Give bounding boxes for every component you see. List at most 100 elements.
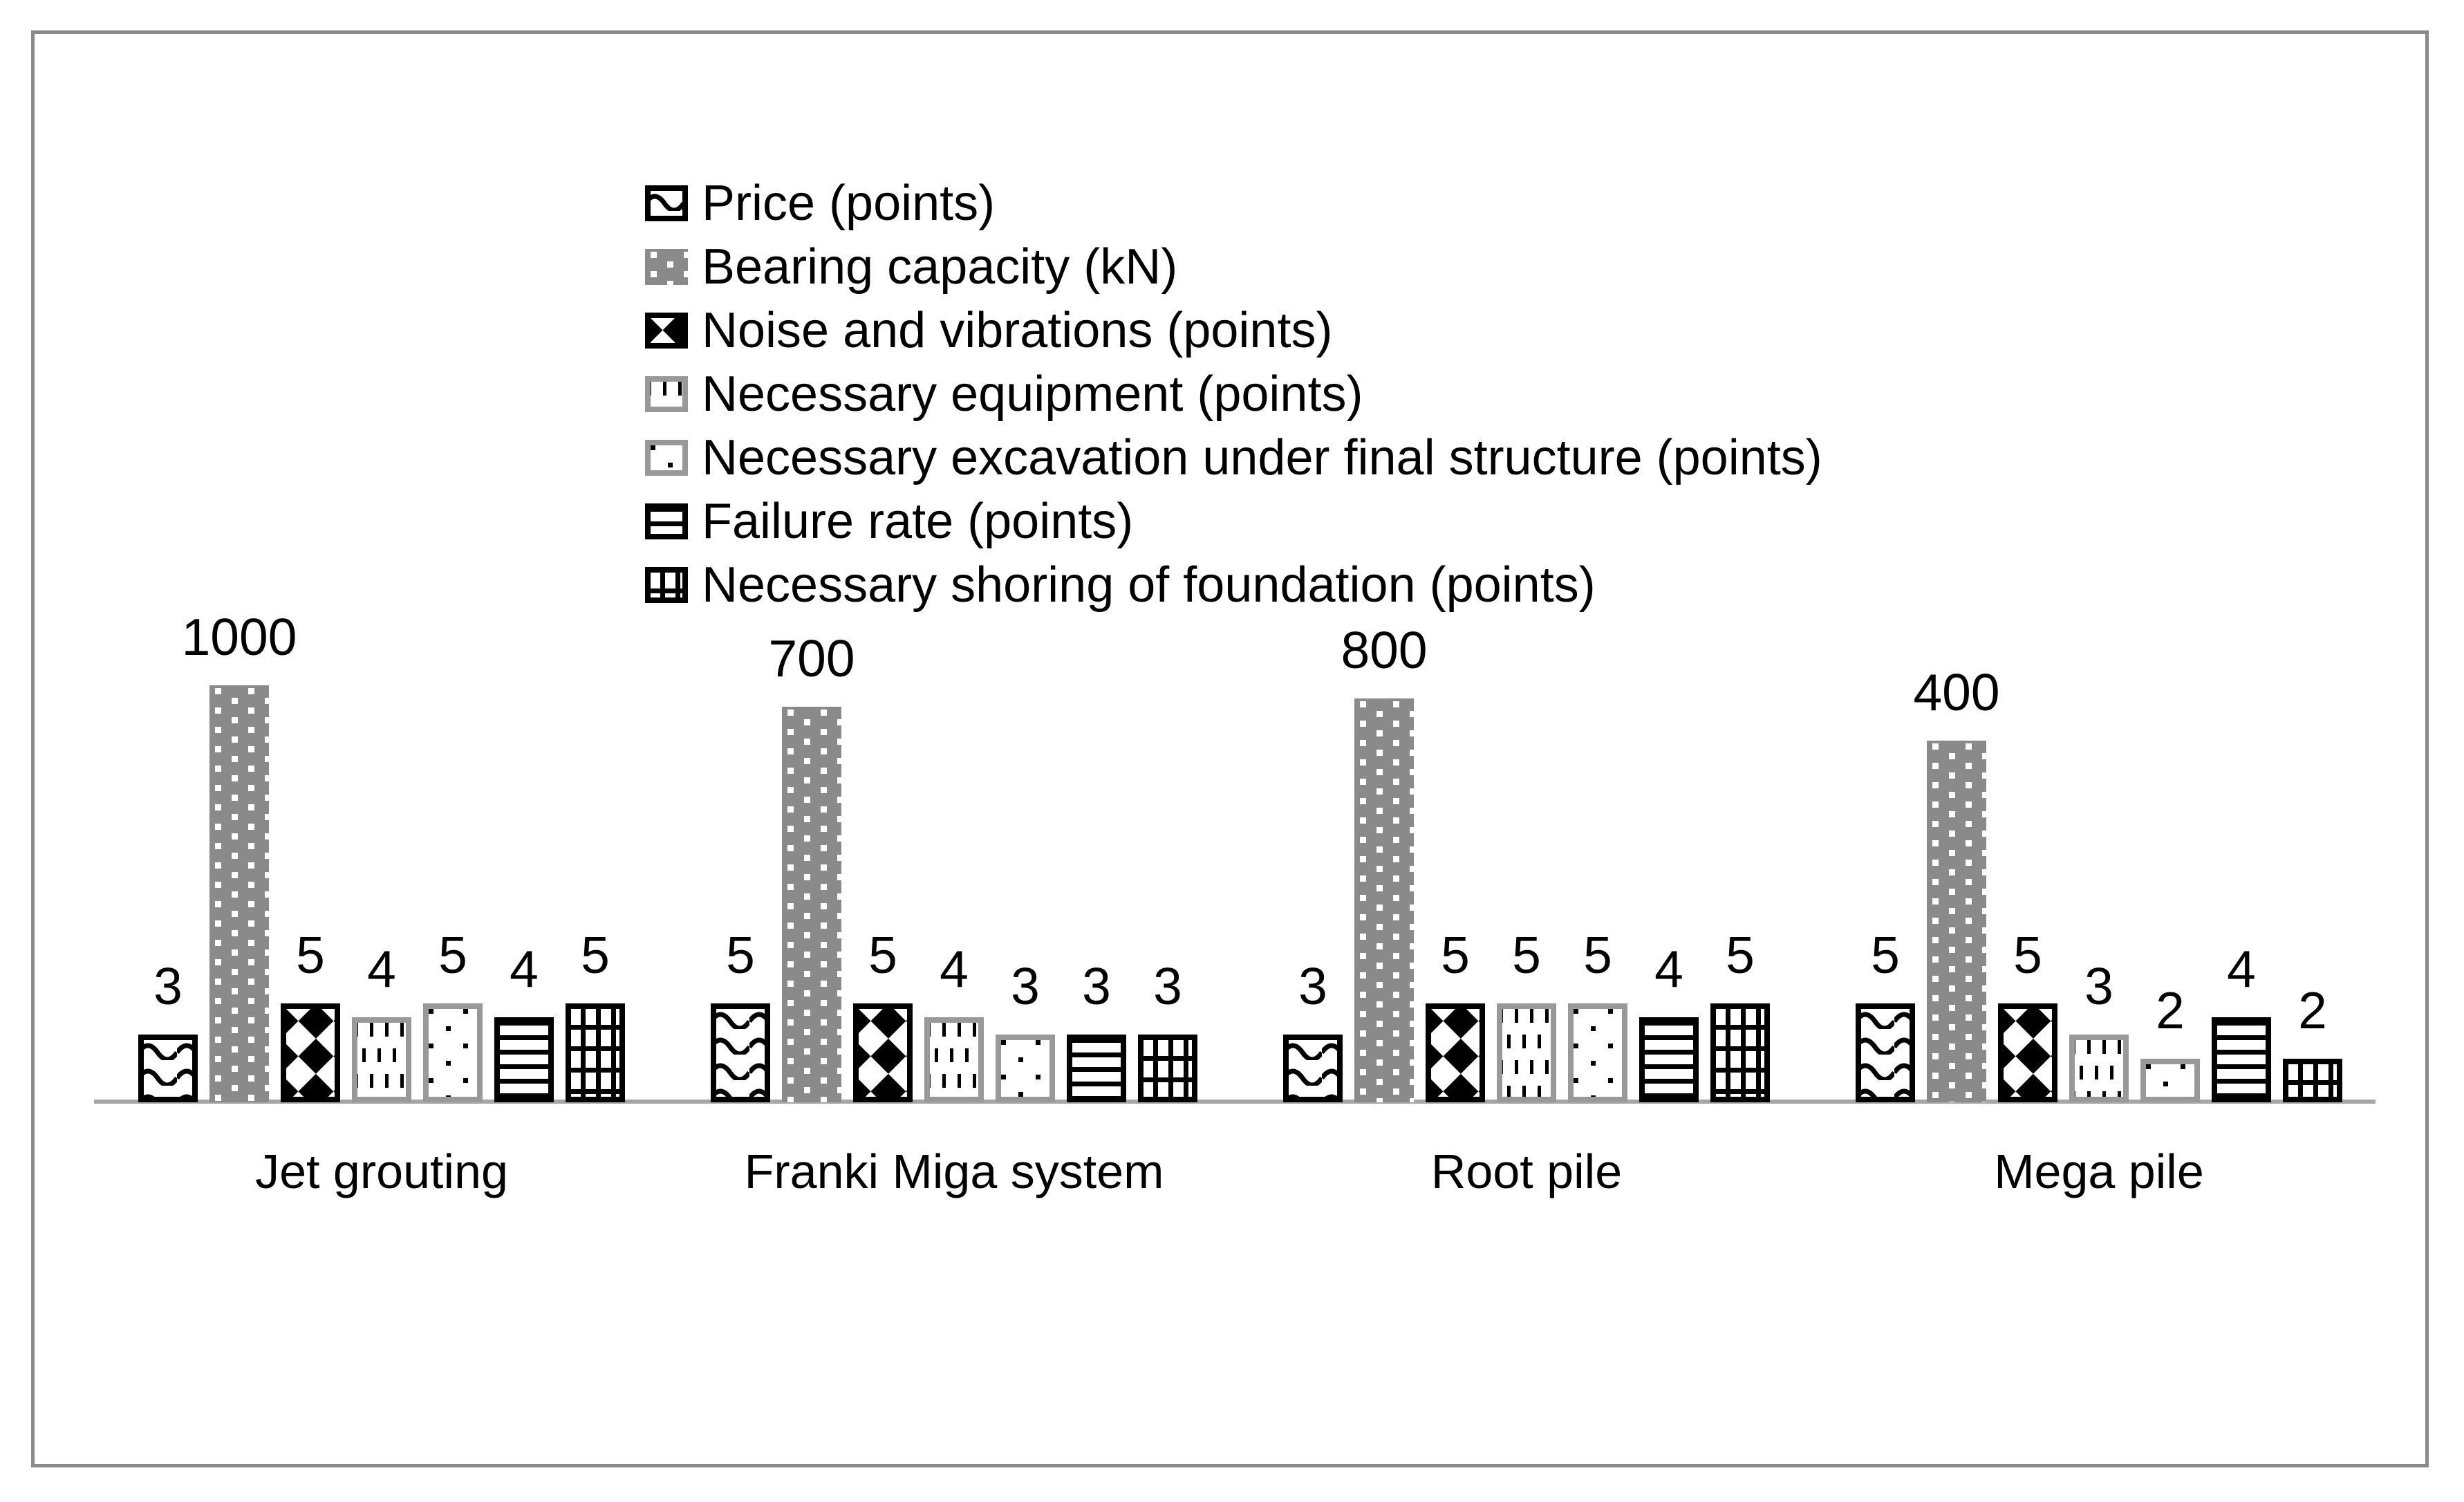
legend-swatch-sparse-dots-icon <box>645 440 688 476</box>
category-label: Jet grouting <box>255 1144 508 1198</box>
bar-necessary-excavation <box>423 1003 483 1102</box>
legend-item-price: Price (points) <box>645 171 1822 235</box>
legend-item-necessary-equipment: Necessary equipment (points) <box>645 362 1822 426</box>
data-label-bearing-capacity: 1000 <box>181 608 297 666</box>
legend-label: Necessary excavation under final structu… <box>702 430 1822 485</box>
legend-label: Bearing capacity (kN) <box>702 239 1178 295</box>
bar-cell-necessary-equipment: 3 <box>2069 958 2129 1102</box>
bar-cell-noise-and-vibrations: 5 <box>853 927 913 1102</box>
data-label-necessary-equipment: 4 <box>940 940 969 998</box>
bar-noise-and-vibrations <box>1426 1003 1485 1102</box>
bar-noise-and-vibrations <box>853 1003 913 1102</box>
data-label-necessary-shoring: 5 <box>1726 926 1755 984</box>
bar-noise-and-vibrations <box>1998 1003 2057 1102</box>
data-label-necessary-equipment: 5 <box>1512 926 1541 984</box>
bar-cell-bearing-capacity: 400 <box>1913 665 2000 1102</box>
data-label-noise-and-vibrations: 5 <box>868 926 897 984</box>
legend-item-bearing-capacity: Bearing capacity (kN) <box>645 235 1822 299</box>
data-label-price: 3 <box>153 957 183 1015</box>
legend-label: Failure rate (points) <box>702 494 1134 549</box>
bar-cell-necessary-shoring: 2 <box>2283 983 2342 1102</box>
bar-bearing-capacity <box>782 707 841 1102</box>
category-label: Franki Miga system <box>744 1144 1164 1198</box>
bar-cell-noise-and-vibrations: 5 <box>1998 927 2057 1102</box>
bar-cell-bearing-capacity: 700 <box>768 631 855 1102</box>
category-label: Mega pile <box>1994 1144 2204 1198</box>
data-label-necessary-shoring: 3 <box>1153 957 1182 1015</box>
bar-price <box>138 1035 198 1102</box>
data-label-price: 5 <box>726 926 755 984</box>
data-label-failure-rate: 3 <box>1082 957 1111 1015</box>
data-label-price: 3 <box>1298 957 1327 1015</box>
bar-cell-necessary-shoring: 5 <box>1710 927 1770 1102</box>
legend-swatch-diamond-checker-icon <box>645 313 688 349</box>
bar-cell-necessary-excavation: 5 <box>423 927 483 1102</box>
bar-cell-failure-rate: 4 <box>2212 941 2271 1102</box>
data-label-noise-and-vibrations: 5 <box>2013 926 2042 984</box>
bar-cell-necessary-excavation: 5 <box>1568 927 1627 1102</box>
data-label-noise-and-vibrations: 5 <box>1441 926 1470 984</box>
data-label-bearing-capacity: 700 <box>768 629 855 687</box>
bar-failure-rate <box>1067 1035 1126 1102</box>
bar-necessary-equipment <box>2069 1035 2129 1102</box>
bar-necessary-shoring <box>566 1003 625 1102</box>
bar-necessary-equipment <box>1497 1003 1556 1102</box>
data-label-failure-rate: 4 <box>1654 940 1683 998</box>
bar-necessary-shoring <box>2283 1059 2342 1102</box>
bar-necessary-excavation <box>1568 1003 1627 1102</box>
legend-swatch-grid-icon <box>645 567 688 603</box>
bar-bearing-capacity <box>1927 741 1986 1102</box>
data-label-necessary-equipment: 3 <box>2084 957 2113 1015</box>
bar-cell-necessary-equipment: 5 <box>1497 927 1556 1102</box>
bar-cell-failure-rate: 4 <box>1639 941 1699 1102</box>
bar-price <box>711 1003 770 1102</box>
bar-necessary-excavation <box>996 1035 1055 1102</box>
bar-cell-necessary-equipment: 4 <box>352 941 411 1102</box>
data-label-bearing-capacity: 400 <box>1913 663 2000 721</box>
bar-cell-price: 5 <box>1856 927 1915 1102</box>
data-label-necessary-shoring: 5 <box>581 926 610 984</box>
bar-cell-price: 5 <box>711 927 770 1102</box>
bar-bearing-capacity <box>1354 698 1414 1102</box>
data-label-failure-rate: 4 <box>510 940 539 998</box>
bar-cell-necessary-equipment: 4 <box>924 941 984 1102</box>
bar-necessary-shoring <box>1710 1003 1770 1102</box>
bar-necessary-equipment <box>352 1017 411 1102</box>
bar-cell-bearing-capacity: 1000 <box>182 609 297 1102</box>
bar-cell-noise-and-vibrations: 5 <box>1426 927 1485 1102</box>
bar-cell-necessary-excavation: 3 <box>996 958 1055 1102</box>
bar-necessary-equipment <box>924 1017 984 1102</box>
data-label-necessary-excavation: 5 <box>438 926 467 984</box>
bar-failure-rate <box>494 1017 554 1102</box>
bar-cell-price: 3 <box>138 958 198 1102</box>
legend-label: Necessary equipment (points) <box>702 367 1363 422</box>
bar-failure-rate <box>2212 1017 2271 1102</box>
data-label-failure-rate: 4 <box>2227 940 2256 998</box>
bar-price <box>1856 1003 1915 1102</box>
legend-swatch-gray-dots-icon <box>645 249 688 285</box>
data-label-necessary-equipment: 4 <box>367 940 396 998</box>
data-label-price: 5 <box>1871 926 1900 984</box>
bar-necessary-shoring <box>1138 1035 1197 1102</box>
chart-border-frame <box>31 30 2429 1467</box>
legend-item-noise-and-vibrations: Noise and vibrations (points) <box>645 299 1822 362</box>
legend-item-necessary-shoring: Necessary shoring of foundation (points) <box>645 553 1822 617</box>
bar-necessary-excavation <box>2140 1059 2200 1102</box>
legend-swatch-vertical-dashes-icon <box>645 376 688 412</box>
bar-price <box>1283 1035 1343 1102</box>
bar-cell-necessary-shoring: 5 <box>566 927 625 1102</box>
category-label: Root pile <box>1430 1144 1623 1198</box>
bar-cell-necessary-excavation: 2 <box>2140 983 2200 1102</box>
bar-cell-noise-and-vibrations: 5 <box>281 927 340 1102</box>
legend-item-failure-rate: Failure rate (points) <box>645 490 1822 553</box>
data-label-necessary-excavation: 5 <box>1583 926 1612 984</box>
bar-cell-price: 3 <box>1283 958 1343 1102</box>
legend-label: Noise and vibrations (points) <box>702 303 1333 358</box>
bar-failure-rate <box>1639 1017 1699 1102</box>
legend-swatch-wave-icon <box>645 185 688 221</box>
bar-cell-failure-rate: 3 <box>1067 958 1126 1102</box>
